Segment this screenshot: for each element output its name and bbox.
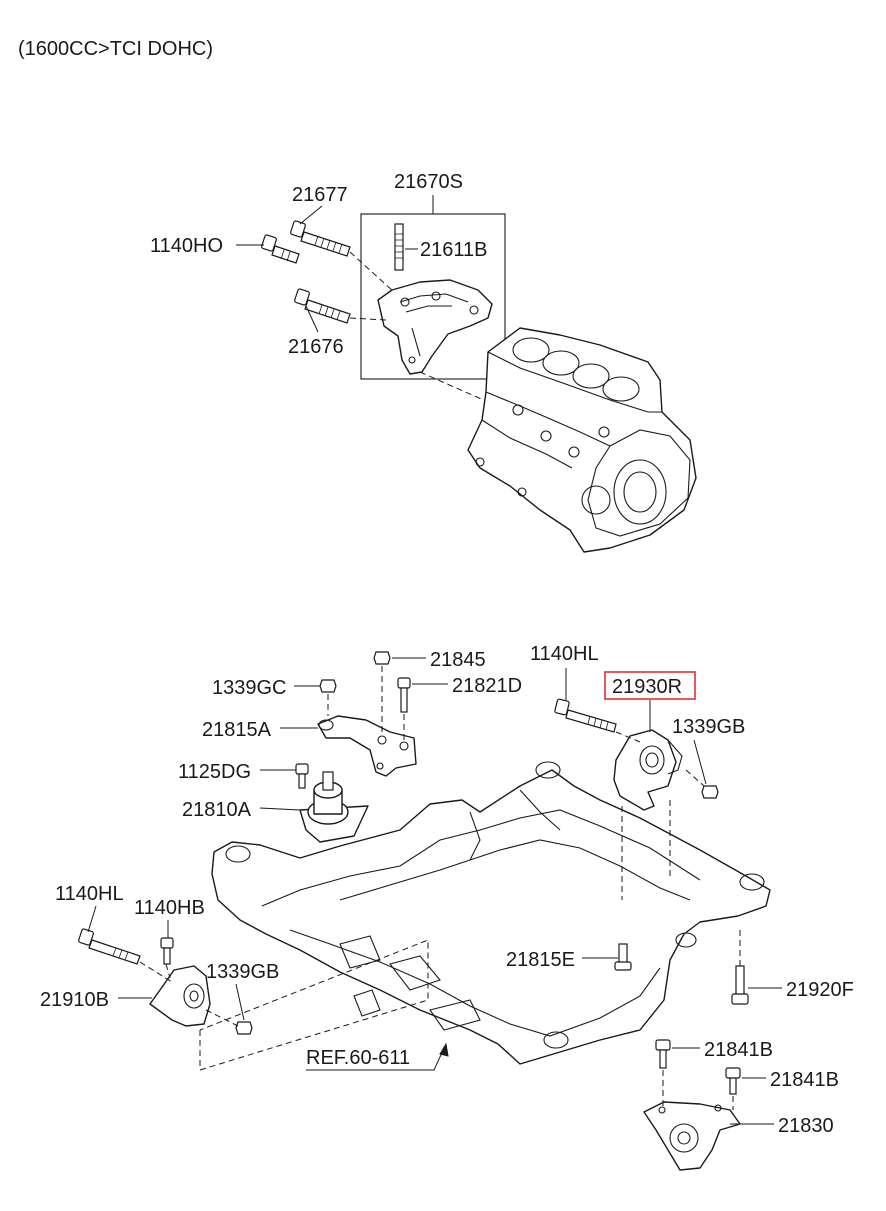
label-21670S[interactable]: 21670S (394, 171, 463, 193)
mount-21810A[interactable] (299, 771, 369, 843)
label-21845[interactable]: 21845 (430, 649, 486, 671)
subframe (211, 761, 771, 1065)
bolt-21920F[interactable] (731, 965, 749, 1005)
label-1140HO[interactable]: 1140HO (150, 235, 223, 257)
label-1140HB[interactable]: 1140HB (134, 897, 205, 919)
label-21815E[interactable]: 21815E (506, 949, 575, 971)
bolt-21841B-a[interactable] (655, 1039, 671, 1069)
label-1339GC[interactable]: 1339GC (212, 677, 287, 699)
bolt-21841B-b[interactable] (725, 1067, 741, 1095)
engine-block (467, 327, 697, 553)
label-ref-60-611[interactable]: REF.60-611 (306, 1047, 410, 1069)
label-1339GB-top[interactable]: 1339GB (672, 716, 745, 738)
nut-1339GB-left[interactable] (235, 1021, 253, 1035)
bolt-21815E[interactable] (614, 943, 632, 971)
mount-21930R[interactable] (613, 729, 683, 811)
label-1125DG[interactable]: 1125DG (178, 761, 251, 783)
nut-21845[interactable] (373, 651, 391, 665)
bolt-21676[interactable] (294, 288, 351, 324)
label-1140HL-left[interactable]: 1140HL (55, 883, 124, 905)
nut-1339GB-top[interactable] (701, 785, 719, 799)
engine-bracket[interactable] (377, 279, 493, 375)
label-1140HL-top[interactable]: 1140HL (530, 643, 599, 665)
bolt-1140HL-top[interactable] (554, 698, 617, 733)
label-21611B[interactable]: 21611B (420, 239, 487, 261)
stud-21611B[interactable] (394, 223, 404, 271)
label-21815A[interactable]: 21815A (202, 719, 272, 741)
ref-arrow-head (439, 1042, 449, 1057)
bolt-21677[interactable] (290, 220, 351, 257)
bolt-1140HL-left[interactable] (78, 928, 141, 965)
label-21676[interactable]: 21676 (288, 336, 344, 358)
label-21930R[interactable]: 21930R (612, 676, 682, 698)
label-21841B-b[interactable]: 21841B (770, 1069, 839, 1091)
label-21920F[interactable]: 21920F (786, 979, 854, 1001)
highlight-box-21930R (604, 671, 696, 700)
bolt-1140HO[interactable] (261, 234, 300, 264)
bolt-1140HB[interactable] (160, 937, 174, 965)
label-21677[interactable]: 21677 (292, 184, 348, 206)
nut-1339GC[interactable] (319, 679, 337, 693)
bracket-21815A[interactable] (317, 715, 417, 777)
bolt-21821D[interactable] (397, 677, 411, 713)
label-21830[interactable]: 21830 (778, 1115, 834, 1137)
label-21821D[interactable]: 21821D (452, 675, 522, 697)
label-21910B[interactable]: 21910B (40, 989, 109, 1011)
bolt-1125DG[interactable] (295, 763, 309, 789)
mount-21830[interactable] (643, 1101, 741, 1171)
label-21810A[interactable]: 21810A (182, 799, 252, 821)
label-21841B-a[interactable]: 21841B (704, 1039, 773, 1061)
diagram-title: (1600CC>TCI DOHC) (18, 38, 213, 60)
mount-21910B[interactable] (149, 965, 211, 1027)
label-1339GB-left[interactable]: 1339GB (206, 961, 279, 983)
